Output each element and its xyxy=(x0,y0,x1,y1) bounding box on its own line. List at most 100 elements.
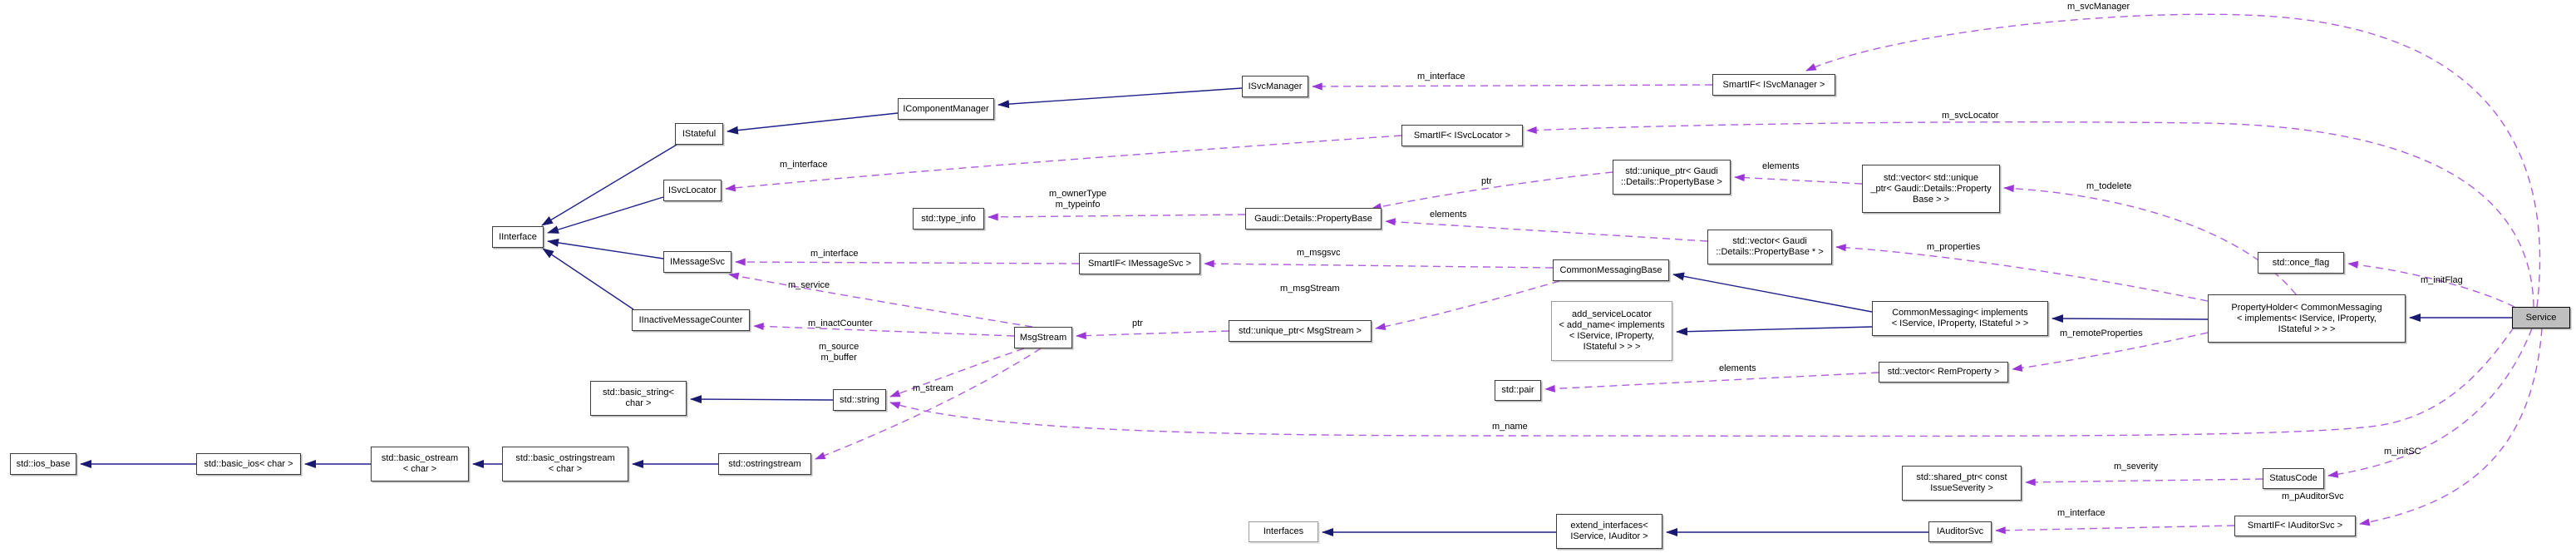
node-statuscode[interactable]: StatusCode xyxy=(2263,468,2324,489)
edge-label-elements-unique-ptr: elements xyxy=(1762,161,1800,171)
edge-inherit-icomponentmanager-to-istateful xyxy=(727,112,899,135)
edge-inherit-iinactivemessagecounter-to-iinterface xyxy=(542,248,634,310)
node-string[interactable]: std::string xyxy=(833,389,886,411)
node-shared-ptr-issueseverity[interactable]: std::shared_ptr< const IssueSeverity > xyxy=(1902,466,2022,501)
node-unique-ptr-propertybase[interactable]: std::unique_ptr< Gaudi ::Details::Proper… xyxy=(1613,160,1731,195)
edge-inherit-commonmessaging-to-add-servicelocator xyxy=(1676,326,1873,336)
edge-use-m-msgstream xyxy=(1375,280,1560,331)
edge-use-m-initflag xyxy=(2347,260,2515,308)
edge-use-m-svcmanager xyxy=(1805,13,2541,308)
node-commonmessaging[interactable]: CommonMessaging< implements < IService, … xyxy=(1872,301,2048,336)
node-smartif-isvcmanager[interactable]: SmartIF< ISvcManager > xyxy=(1712,74,1835,96)
node-iauditorsvc[interactable]: IAuditorSvc xyxy=(1928,521,1992,542)
edge-label-m-interface-isvclocator: m_interface xyxy=(780,160,828,170)
edge-label-m-severity: m_severity xyxy=(2114,462,2159,472)
node-ios-base[interactable]: std::ios_base xyxy=(10,453,76,475)
node-icomponentmanager[interactable]: IComponentManager xyxy=(898,98,994,120)
node-isvcmanager[interactable]: ISvcManager xyxy=(1242,76,1308,97)
node-pair[interactable]: std::pair xyxy=(1495,380,1541,401)
node-propertybase[interactable]: Gaudi::Details::PropertyBase xyxy=(1245,208,1382,230)
node-basic-string[interactable]: std::basic_string< char > xyxy=(590,381,687,416)
edge-use-m-ownertype-m-typeinfo xyxy=(988,213,1246,221)
node-vector-remproperty[interactable]: std::vector< RemProperty > xyxy=(1879,362,2008,383)
edge-use-m-properties xyxy=(1835,244,2209,302)
edge-label-m-svclocator: m_svcLocator xyxy=(1942,111,1999,121)
edge-label-ptr-propertybase: ptr xyxy=(1481,176,1492,186)
edge-inherit-imessagesvc-to-iinterface xyxy=(547,238,664,259)
edge-label-m-stream: m_stream xyxy=(913,383,953,393)
edge-label-m-remoteproperties: m_remoteProperties xyxy=(2060,328,2143,338)
node-msgstream[interactable]: MsgStream xyxy=(1014,327,1072,348)
edge-use-m-service xyxy=(728,272,1033,328)
edge-use-m-severity xyxy=(2025,478,2263,486)
edge-inherit-isvclocator-to-iinterface xyxy=(547,196,664,234)
node-type-info[interactable]: std::type_info xyxy=(913,208,984,230)
edge-use-m-msgsvc xyxy=(1204,259,1554,269)
edge-label-m-initsc: m_initSC xyxy=(2384,447,2421,457)
node-service: Service xyxy=(2512,307,2570,328)
edge-label-m-interface-iauditorsvc: m_interface xyxy=(2057,508,2106,518)
node-add-servicelocator: add_serviceLocator < add_name< implement… xyxy=(1551,301,1672,361)
edge-inherit-string-to-basic-string xyxy=(690,395,834,404)
edge-use-m-svclocator xyxy=(1526,121,2534,308)
edge-use-m-name xyxy=(889,327,2514,437)
node-interfaces: Interfaces xyxy=(1249,521,1318,542)
edge-label-m-ownertype-m-typeinfo: m_ownerType m_typeinfo xyxy=(1049,189,1107,210)
edge-use-m-todelete xyxy=(2003,185,2297,295)
edge-use-m-interface-imessagesvc xyxy=(735,258,1080,266)
node-isvclocator[interactable]: ISvcLocator xyxy=(663,180,722,201)
edge-label-ptr-msgstream: ptr xyxy=(1132,318,1143,328)
edge-use-m-pauditorsvc xyxy=(2359,328,2543,526)
edge-use-m-initsc xyxy=(2327,328,2533,478)
edge-inherit-istateful-to-iinterface xyxy=(541,144,677,226)
node-iinterface[interactable]: IInterface xyxy=(492,226,544,248)
edge-label-m-interface-isvcmanager: m_interface xyxy=(1417,72,1465,81)
edge-use-m-remoteproperties xyxy=(2012,332,2209,372)
edge-label-elements-pair: elements xyxy=(1719,363,1756,373)
edge-use-ptr-msgstream xyxy=(1076,330,1229,340)
node-smartif-imessagesvc[interactable]: SmartIF< IMessageSvc > xyxy=(1079,253,1200,274)
edge-use-m-interface-isvclocator xyxy=(725,135,1402,192)
edge-inherit-commonmessaging-to-commonmessagingbase xyxy=(1672,272,1873,313)
edge-inherit-isvcmanager-to-icomponentmanager xyxy=(997,87,1243,109)
node-once-flag[interactable]: std::once_flag xyxy=(2258,252,2344,274)
edge-label-m-name: m_name xyxy=(1492,422,1528,432)
node-basic-ostream[interactable]: std::basic_ostream < char > xyxy=(371,447,469,481)
edge-label-m-initflag: m_initFlag xyxy=(2421,275,2463,285)
edge-use-m-interface-iauditorsvc xyxy=(1995,525,2235,535)
node-iinactivemessagecounter[interactable]: IInactiveMessageCounter xyxy=(632,309,750,331)
edge-use-m-source-m-buffer xyxy=(889,348,1025,397)
edge-label-m-source-m-buffer: m_source m_buffer xyxy=(819,342,859,363)
edge-use-m-interface-isvcmanager xyxy=(1312,82,1713,91)
edge-use-elements-unique-ptr-propertybase xyxy=(1734,174,1863,185)
node-smartif-isvclocator[interactable]: SmartIF< ISvcLocator > xyxy=(1401,125,1523,146)
node-vector-propertybase-ptr[interactable]: std::vector< Gaudi ::Details::PropertyBa… xyxy=(1707,230,1832,264)
edge-use-ptr-propertybase xyxy=(1371,171,1613,210)
edge-label-elements-propertybase: elements xyxy=(1430,210,1467,220)
node-basic-ostringstream[interactable]: std::basic_ostringstream < char > xyxy=(502,447,628,481)
edge-label-m-interface-imessagesvc: m_interface xyxy=(810,249,859,259)
edge-label-m-todelete: m_todelete xyxy=(2086,181,2132,191)
node-smartif-iauditorsvc[interactable]: SmartIF< IAuditorSvc > xyxy=(2234,516,2356,536)
edge-label-m-svcmanager: m_svcManager xyxy=(2067,2,2130,12)
node-imessagesvc[interactable]: IMessageSvc xyxy=(663,251,731,273)
node-basic-ios[interactable]: std::basic_ios< char > xyxy=(196,453,301,475)
edge-use-m-inactcounter xyxy=(753,322,1015,337)
edge-inherit-propertyholder-to-commonmessaging xyxy=(2051,314,2209,323)
edge-use-elements-pair xyxy=(1544,372,1879,393)
node-ostringstream[interactable]: std::ostringstream xyxy=(718,453,811,475)
node-extend-interfaces[interactable]: extend_interfaces< IService, IAuditor > xyxy=(1556,514,1662,549)
edge-label-m-inactcounter: m_inactCounter xyxy=(808,318,873,328)
node-propertyholder[interactable]: PropertyHolder< CommonMessaging < implem… xyxy=(2208,294,2406,343)
node-istateful[interactable]: IStateful xyxy=(675,123,723,145)
edge-label-m-service: m_service xyxy=(788,280,830,290)
edge-label-m-properties: m_properties xyxy=(1927,242,1981,252)
node-unique-ptr-msgstream[interactable]: std::unique_ptr< MsgStream > xyxy=(1229,320,1372,342)
node-vector-unique-ptr-propertybase[interactable]: std::vector< std::unique _ptr< Gaudi::De… xyxy=(1862,165,2000,213)
edge-use-elements-propertybase xyxy=(1385,218,1708,242)
edge-label-m-msgstream: m_msgStream xyxy=(1280,284,1340,294)
edge-label-m-msgsvc: m_msgsvc xyxy=(1297,248,1341,258)
node-commonmessagingbase[interactable]: CommonMessagingBase xyxy=(1553,259,1669,281)
